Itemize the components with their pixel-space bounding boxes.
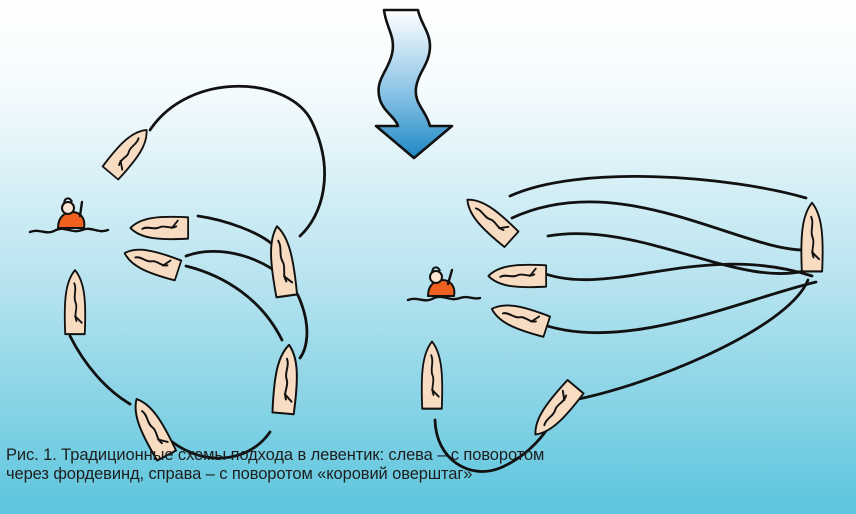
caption-line-1: Рис. 1. Традиционные схемы подхода в лев… (6, 446, 746, 465)
caption-line-2: через фордевинд, справа – с поворотом «к… (6, 465, 746, 484)
figure-caption: Рис. 1. Традиционные схемы подхода в лев… (6, 446, 746, 484)
